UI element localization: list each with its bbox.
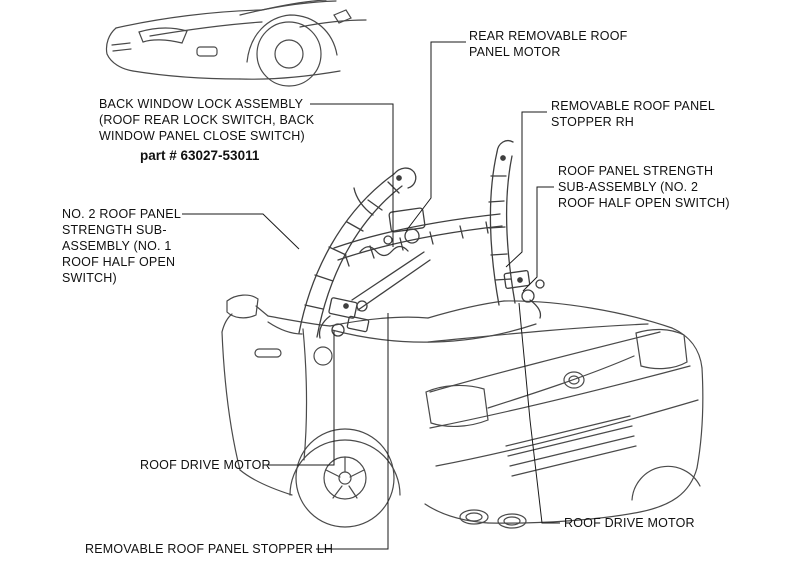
roof-panel-stopper-rh-part bbox=[496, 139, 514, 153]
leader-lines bbox=[182, 41, 560, 550]
exhaust-tip-right bbox=[497, 513, 527, 529]
brand-emblem bbox=[563, 371, 585, 389]
tail-light-right bbox=[635, 328, 688, 370]
label-roof-drive-motor-right: ROOF DRIVE MOTOR bbox=[564, 516, 695, 530]
roof-panel-stopper-lh-part bbox=[393, 167, 417, 189]
label-no2-roof-panel-strength-sub-assembly: NO. 2 ROOF PANEL STRENGTH SUB- ASSEMBLY … bbox=[62, 207, 181, 285]
label-part-number: part # 63027-53011 bbox=[140, 148, 260, 163]
label-roof-drive-motor-left: ROOF DRIVE MOTOR bbox=[140, 458, 271, 472]
leader-roof-drive-motor-right bbox=[518, 302, 560, 524]
fuel-door bbox=[313, 346, 333, 366]
tail-light-left bbox=[425, 384, 489, 427]
exhaust-tip-left bbox=[459, 509, 489, 525]
label-removable-roof-panel-stopper-lh: REMOVABLE ROOF PANEL STOPPER LH bbox=[85, 542, 334, 556]
leader-stopper-lh bbox=[316, 313, 389, 550]
leader-no2-strength bbox=[182, 213, 300, 250]
roof-mechanism-art bbox=[298, 139, 545, 339]
side-mirror-front-car bbox=[333, 9, 352, 24]
door-handle bbox=[254, 348, 282, 358]
roof-drive-motor-right-part bbox=[503, 270, 531, 289]
label-rear-removable-roof-panel-motor: REAR REMOVABLE ROOF PANEL MOTOR bbox=[469, 29, 628, 59]
leader-stopper-rh bbox=[505, 111, 547, 268]
rear-wheel bbox=[295, 428, 395, 528]
fog-lamp bbox=[196, 46, 218, 57]
front-car-sketch bbox=[105, 0, 367, 87]
bumper-vent bbox=[505, 415, 637, 477]
leader-roof-panel-strength bbox=[522, 186, 554, 292]
roof-drive-motor-left-part bbox=[328, 297, 358, 319]
label-roof-panel-strength-sub-assembly: ROOF PANEL STRENGTH SUB-ASSEMBLY (NO. 2 … bbox=[558, 164, 730, 210]
rear-car-sketch bbox=[221, 294, 704, 529]
label-back-window-lock-assembly: BACK WINDOW LOCK ASSEMBLY (ROOF REAR LOC… bbox=[99, 97, 315, 143]
leader-rear-roof-panel-motor bbox=[405, 41, 466, 232]
leader-back-window-lock bbox=[310, 103, 394, 247]
back-window-frame bbox=[333, 213, 501, 249]
label-removable-roof-panel-stopper-rh: REMOVABLE ROOF PANEL STOPPER RH bbox=[551, 99, 715, 129]
front-wheel bbox=[256, 21, 322, 87]
leader-roof-drive-motor-left bbox=[268, 331, 335, 466]
headlight bbox=[138, 27, 188, 44]
roof-rail-left bbox=[298, 173, 395, 334]
roof-rail-right bbox=[489, 151, 500, 306]
